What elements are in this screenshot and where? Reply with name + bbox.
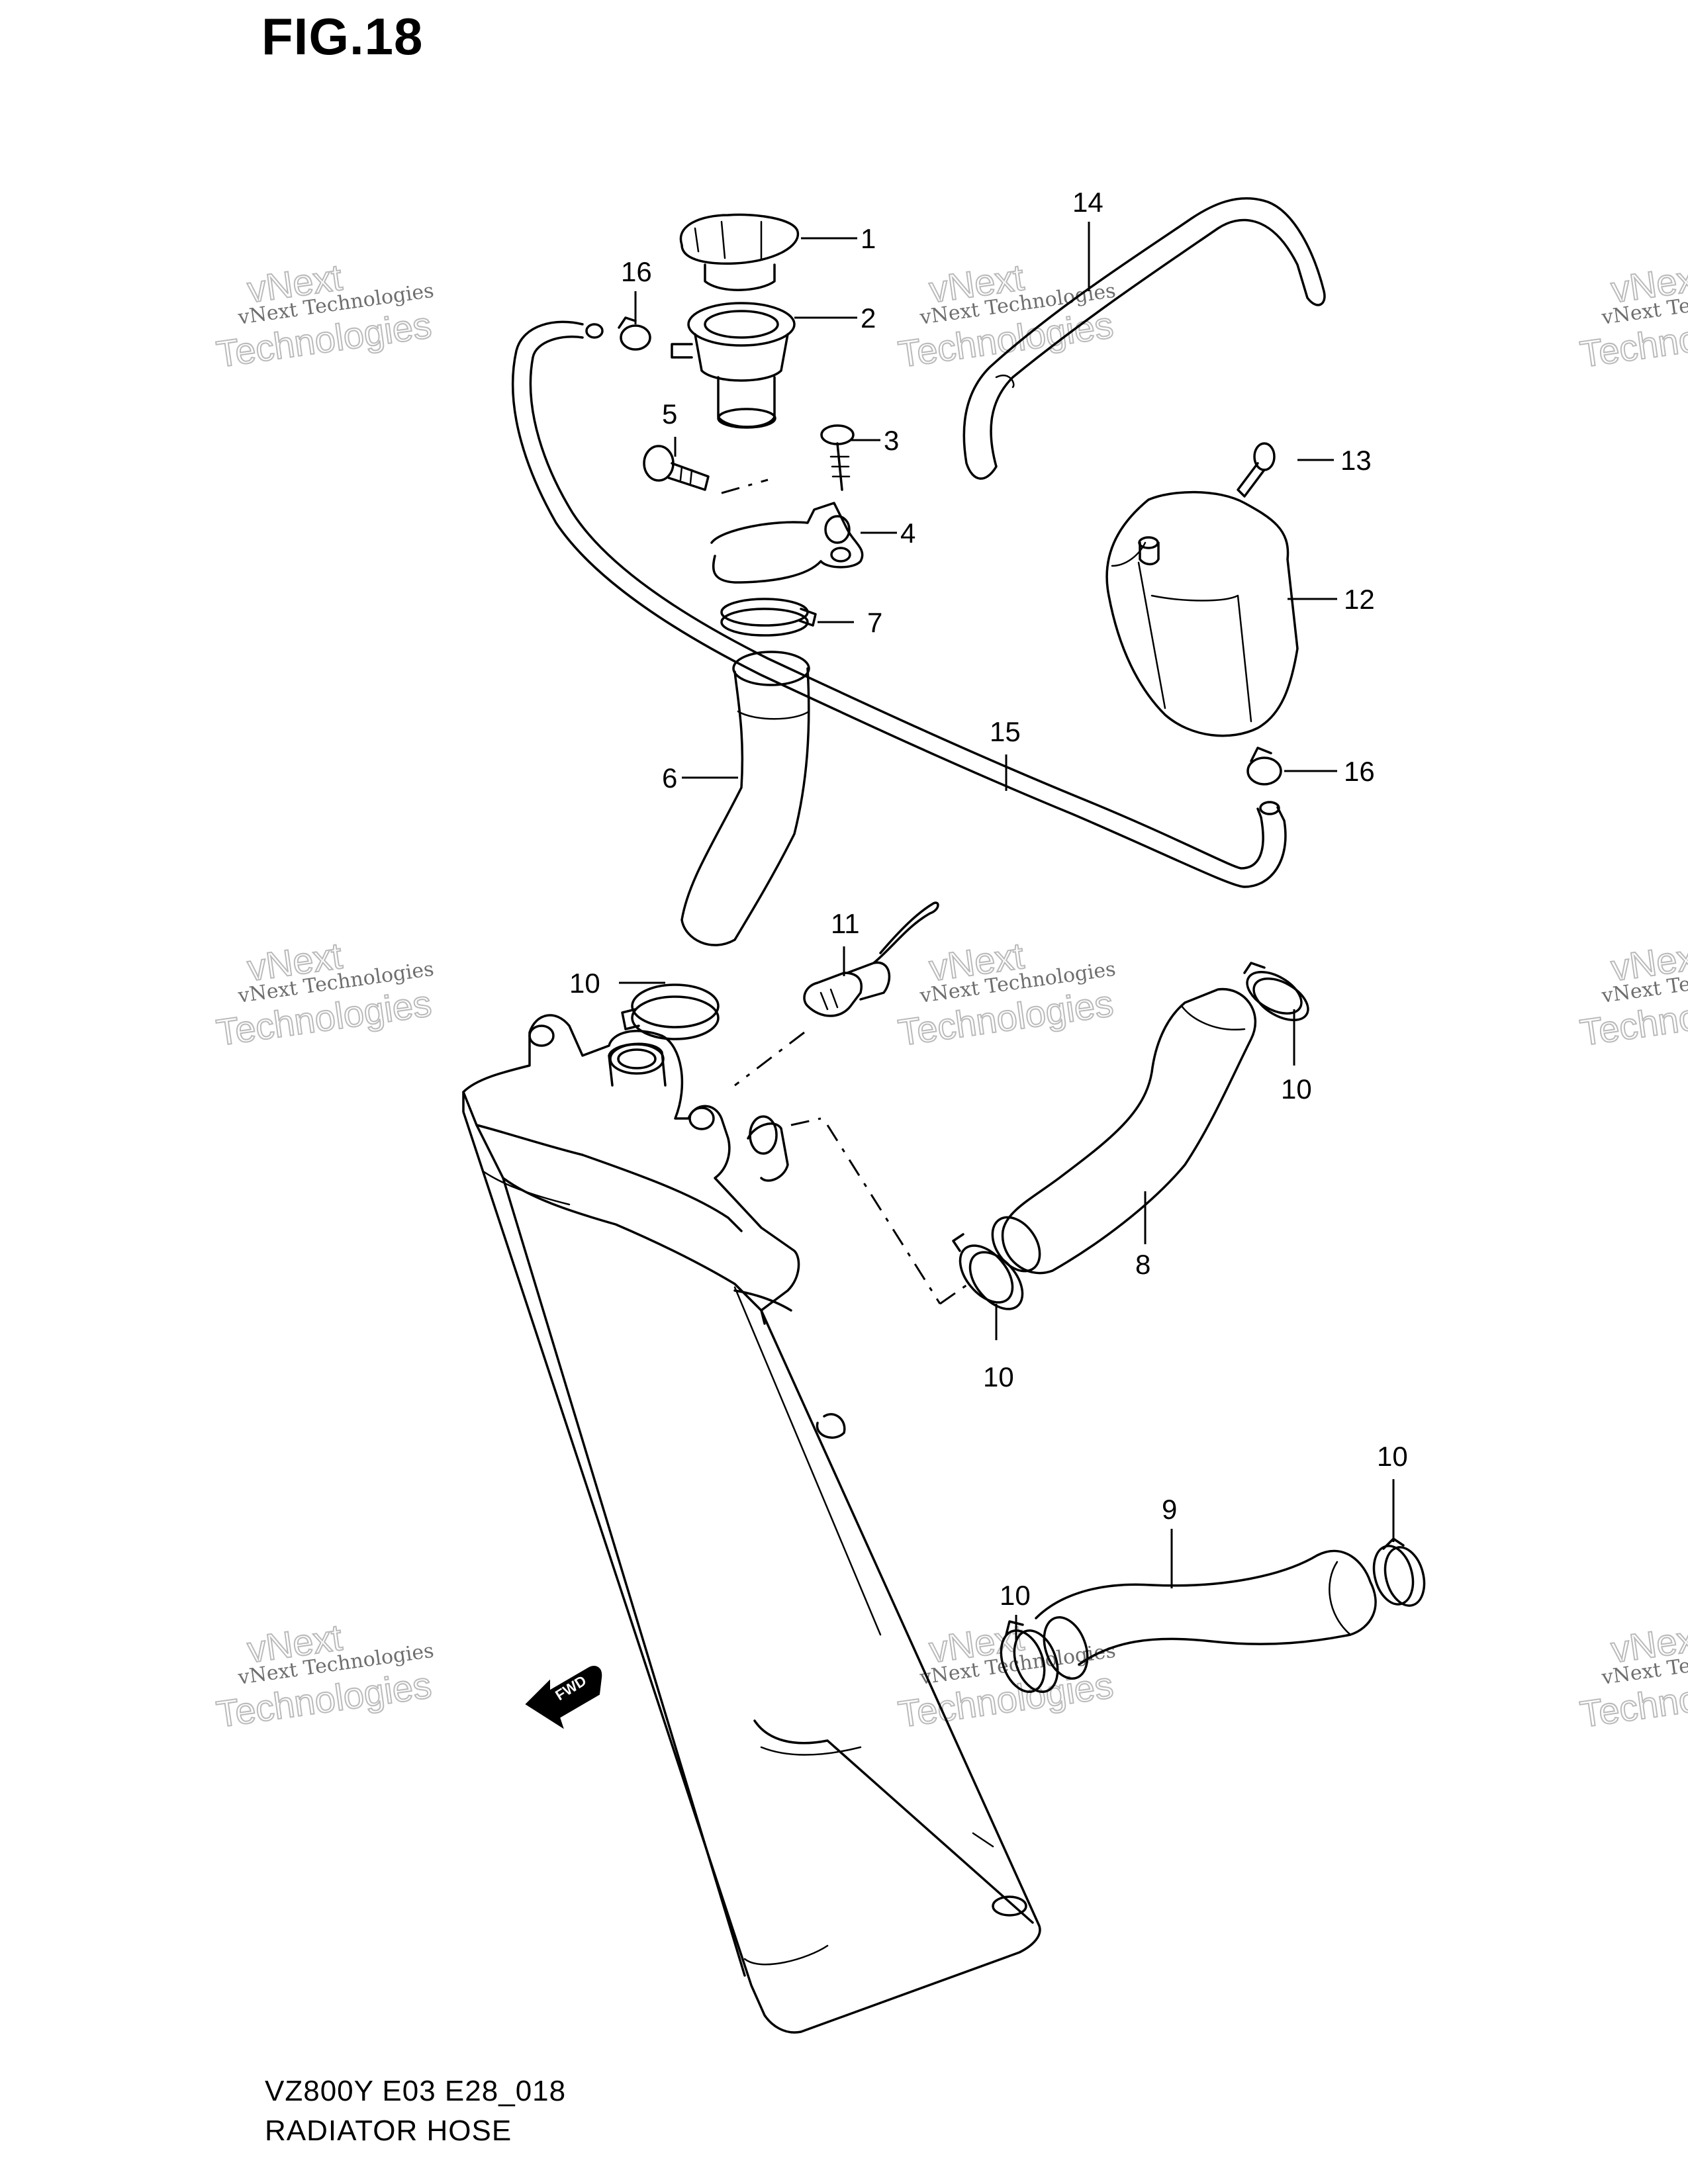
watermarks: vNext vNext Technologies Technologies vN…	[213, 255, 1688, 1736]
callout-15: 15	[990, 716, 1021, 747]
bracket	[710, 478, 864, 584]
callout-10: 10	[1281, 1073, 1312, 1105]
hose-8	[991, 987, 1256, 1275]
hose-clamp-10d	[1000, 1620, 1059, 1694]
callout-10: 10	[983, 1361, 1014, 1392]
callout-8: 8	[1135, 1249, 1150, 1280]
callout-16: 16	[1344, 756, 1375, 787]
hose-clamp-10e	[1372, 1537, 1426, 1607]
callout-10: 10	[569, 968, 600, 999]
watermark: vNext vNext Technologies Technologies	[895, 255, 1117, 376]
callout-1: 1	[861, 223, 876, 254]
callout-6: 6	[662, 762, 677, 794]
watermark: vNext vNext Technologies Technologies	[1577, 1615, 1688, 1736]
callout-2: 2	[861, 302, 876, 334]
callout-5: 5	[662, 398, 677, 430]
figure-title: FIG.18	[261, 7, 424, 66]
callout-16: 16	[621, 256, 652, 287]
watermark: vNext vNext Technologies Technologies	[213, 255, 436, 376]
filler-neck	[671, 302, 796, 429]
hose-clamp-10a	[621, 983, 720, 1040]
callout-4: 4	[900, 518, 915, 549]
watermark: vNext vNext Technologies Technologies	[1577, 255, 1688, 376]
model-code: VZ800Y E03 E28_018	[265, 2075, 567, 2107]
callout-11: 11	[831, 908, 860, 939]
watermark: vNext vNext Technologies Technologies	[213, 934, 436, 1054]
reservoir-tank	[1105, 490, 1299, 737]
thermo-switch-11	[734, 901, 939, 1087]
callout-9: 9	[1162, 1494, 1177, 1525]
hose-clamp-10c	[952, 1233, 1024, 1310]
screw-3	[820, 424, 855, 491]
reservoir-hose-14	[962, 197, 1326, 480]
callout-13: 13	[1340, 445, 1372, 476]
callout-7: 7	[867, 607, 882, 638]
callouts: 1 2 3 4 5 6 7 8 9 10 10 10 10 10 11 12 1…	[569, 187, 1408, 1611]
bolt-5	[643, 445, 710, 491]
radiator-cap	[679, 213, 800, 291]
overflow-hose-15	[511, 320, 1287, 888]
callout-14: 14	[1072, 187, 1103, 218]
figure-footer: VZ800Y E03 E28_018 RADIATOR HOSE	[265, 2071, 566, 2151]
callout-12: 12	[1344, 584, 1375, 615]
fwd-arrow-icon: FWD	[525, 1666, 602, 1729]
leader-lines	[619, 222, 1395, 1641]
callout-10: 10	[1000, 1580, 1031, 1611]
hose-clamp-7	[720, 598, 817, 637]
hose-clip-16b	[1246, 747, 1282, 786]
radiator	[462, 1014, 1041, 2034]
screw-13	[1237, 442, 1276, 498]
watermark: vNext vNext Technologies Technologies	[895, 934, 1117, 1054]
watermark: vNext vNext Technologies Technologies	[1577, 934, 1688, 1054]
hose-clamp-10b	[1243, 962, 1309, 1021]
hose-clip-16a	[585, 316, 651, 351]
hose-9	[1035, 1549, 1377, 1680]
figure-name: RADIATOR HOSE	[265, 2115, 512, 2147]
callout-3: 3	[884, 425, 899, 456]
callout-10: 10	[1377, 1441, 1408, 1472]
inlet-hose-6	[680, 651, 810, 946]
watermark: vNext vNext Technologies Technologies	[213, 1615, 436, 1736]
